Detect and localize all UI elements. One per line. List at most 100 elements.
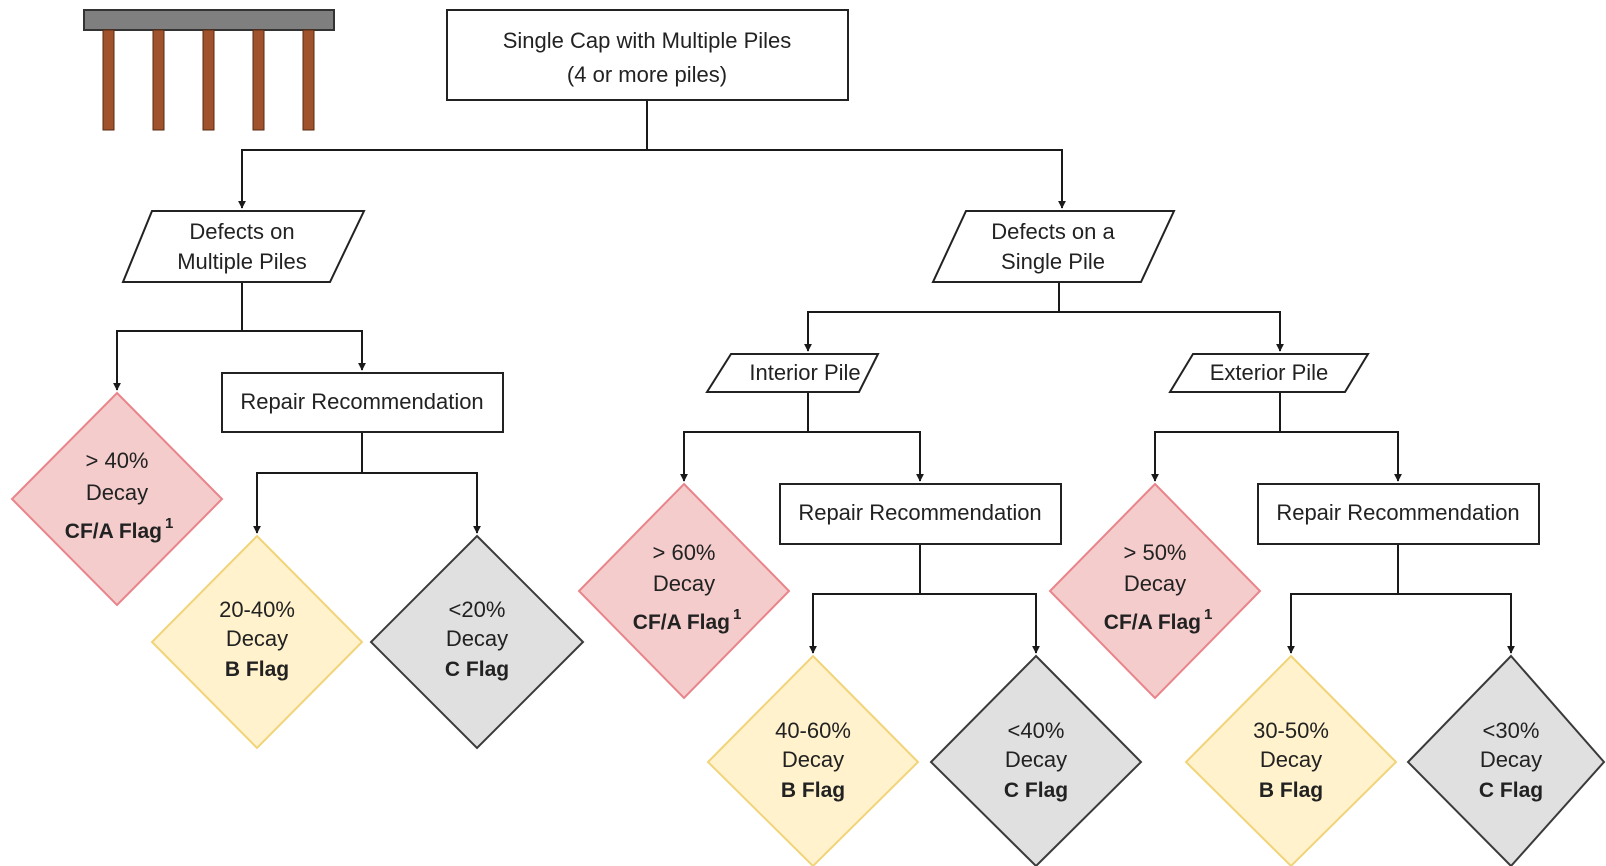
multi-b-node: 20-40% Decay B Flag [150,534,364,750]
root-title-line1: Single Cap with Multiple Piles [503,28,792,53]
connector [238,100,648,209]
exterior-cfa-diamond [1048,482,1262,700]
interior-b-range: 40-60% [775,718,851,743]
interior-cfa-node: > 60% Decay CF/A Flag 1 [577,482,791,700]
connector [1280,431,1402,482]
exterior-pile-shape [1168,353,1370,393]
exterior-b-flag: B Flag [1259,779,1323,802]
pile-cap-illustration [83,9,335,131]
exterior-b-range: 30-50% [1253,718,1329,743]
connector [1398,593,1515,654]
repair-multi-node: Repair Recommendation [221,372,504,433]
multi-b-range: 20-40% [219,597,295,622]
connector [804,282,1060,352]
root-box [446,9,849,101]
exterior-b-node: 30-50% Decay B Flag [1184,654,1398,866]
multi-c-word: Decay [446,626,508,651]
connector [253,432,363,534]
repair-exterior-box [1257,483,1540,545]
interior-c-flag: C Flag [1004,779,1068,802]
multi-b-word: Decay [226,626,288,651]
connector [680,392,809,482]
connector [362,472,481,534]
pile [102,29,115,131]
connector [1151,392,1281,482]
pile [152,29,165,131]
exterior-cfa-node: > 50% Decay CF/A Flag 1 [1048,482,1262,700]
multi-cfa-node: > 40% Decay CF/A Flag 1 [10,391,224,607]
exterior-b-word: Decay [1260,747,1322,772]
pile-cap [83,9,335,31]
connector [242,330,366,371]
interior-cfa-diamond [577,482,791,700]
exterior-c-flag: C Flag [1479,779,1543,802]
interior-pile-shape [705,353,880,393]
interior-cfa-footnote: 1 [733,606,741,623]
multi-c-diamond [369,534,585,750]
multi-b-flag: B Flag [225,658,289,681]
interior-b-flag: B Flag [781,779,845,802]
connector [809,544,921,654]
interior-c-diamond [929,654,1143,866]
connector [1287,544,1399,654]
connectors [113,100,1515,654]
connector [808,431,924,482]
exterior-cfa-range: > 50% [1124,540,1187,565]
connector [920,593,1040,654]
interior-c-range: <40% [1008,718,1065,743]
exterior-c-range: <30% [1483,718,1540,743]
connector [113,282,243,391]
root-node: Single Cap with Multiple Piles (4 or mor… [446,9,849,101]
exterior-pile-node: Exterior Pile [1168,353,1370,393]
single-pile-node: Defects on a Single Pile [931,210,1176,283]
repair-exterior-node: Repair Recommendation [1257,483,1540,545]
multi-cfa-diamond [10,391,224,607]
repair-interior-box [779,483,1062,545]
interior-c-node: <40% Decay C Flag [929,654,1143,866]
multi-piles-shape [121,210,366,283]
interior-b-diamond [706,654,920,866]
interior-pile-node: Interior Pile [705,353,880,393]
exterior-cfa-word: Decay [1124,571,1186,596]
exterior-b-diamond [1184,654,1398,866]
repair-exterior-label: Repair Recommendation [1276,500,1519,525]
connector [647,149,1066,209]
repair-interior-node: Repair Recommendation [779,483,1062,545]
pile [252,29,265,131]
interior-cfa-range: > 60% [653,540,716,565]
repair-multi-box [221,372,504,433]
pile [202,29,215,131]
multi-c-range: <20% [449,597,506,622]
repair-multi-label: Repair Recommendation [240,389,483,414]
single-pile-line1: Defects on a [991,219,1115,244]
single-pile-shape [931,210,1176,283]
exterior-cfa-flag: CF/A Flag [1104,611,1201,634]
multi-c-node: <20% Decay C Flag [369,534,585,750]
interior-cfa-flag: CF/A Flag [633,611,730,634]
multi-c-flag: C Flag [445,658,509,681]
multi-cfa-flag: CF/A Flag [65,520,162,543]
exterior-c-node: <30% Decay C Flag [1406,654,1606,866]
exterior-c-diamond [1406,654,1606,866]
interior-cfa-word: Decay [653,571,715,596]
interior-b-word: Decay [782,747,844,772]
repair-interior-label: Repair Recommendation [798,500,1041,525]
root-title-line2: (4 or more piles) [567,62,727,87]
exterior-pile-label: Exterior Pile [1210,360,1329,385]
interior-c-word: Decay [1005,747,1067,772]
pile [302,29,315,131]
multi-cfa-word: Decay [86,480,148,505]
interior-pile-label: Interior Pile [749,360,860,385]
single-pile-line2: Single Pile [1001,249,1105,274]
exterior-c-word: Decay [1480,747,1542,772]
connector [1059,311,1284,352]
multi-piles-line1: Defects on [189,219,294,244]
interior-b-node: 40-60% Decay B Flag [706,654,920,866]
multi-piles-node: Defects on Multiple Piles [121,210,366,283]
multi-cfa-range: > 40% [86,448,149,473]
multi-piles-line2: Multiple Piles [177,249,307,274]
exterior-cfa-footnote: 1 [1204,606,1212,623]
multi-b-diamond [150,534,364,750]
multi-cfa-footnote: 1 [165,515,173,532]
